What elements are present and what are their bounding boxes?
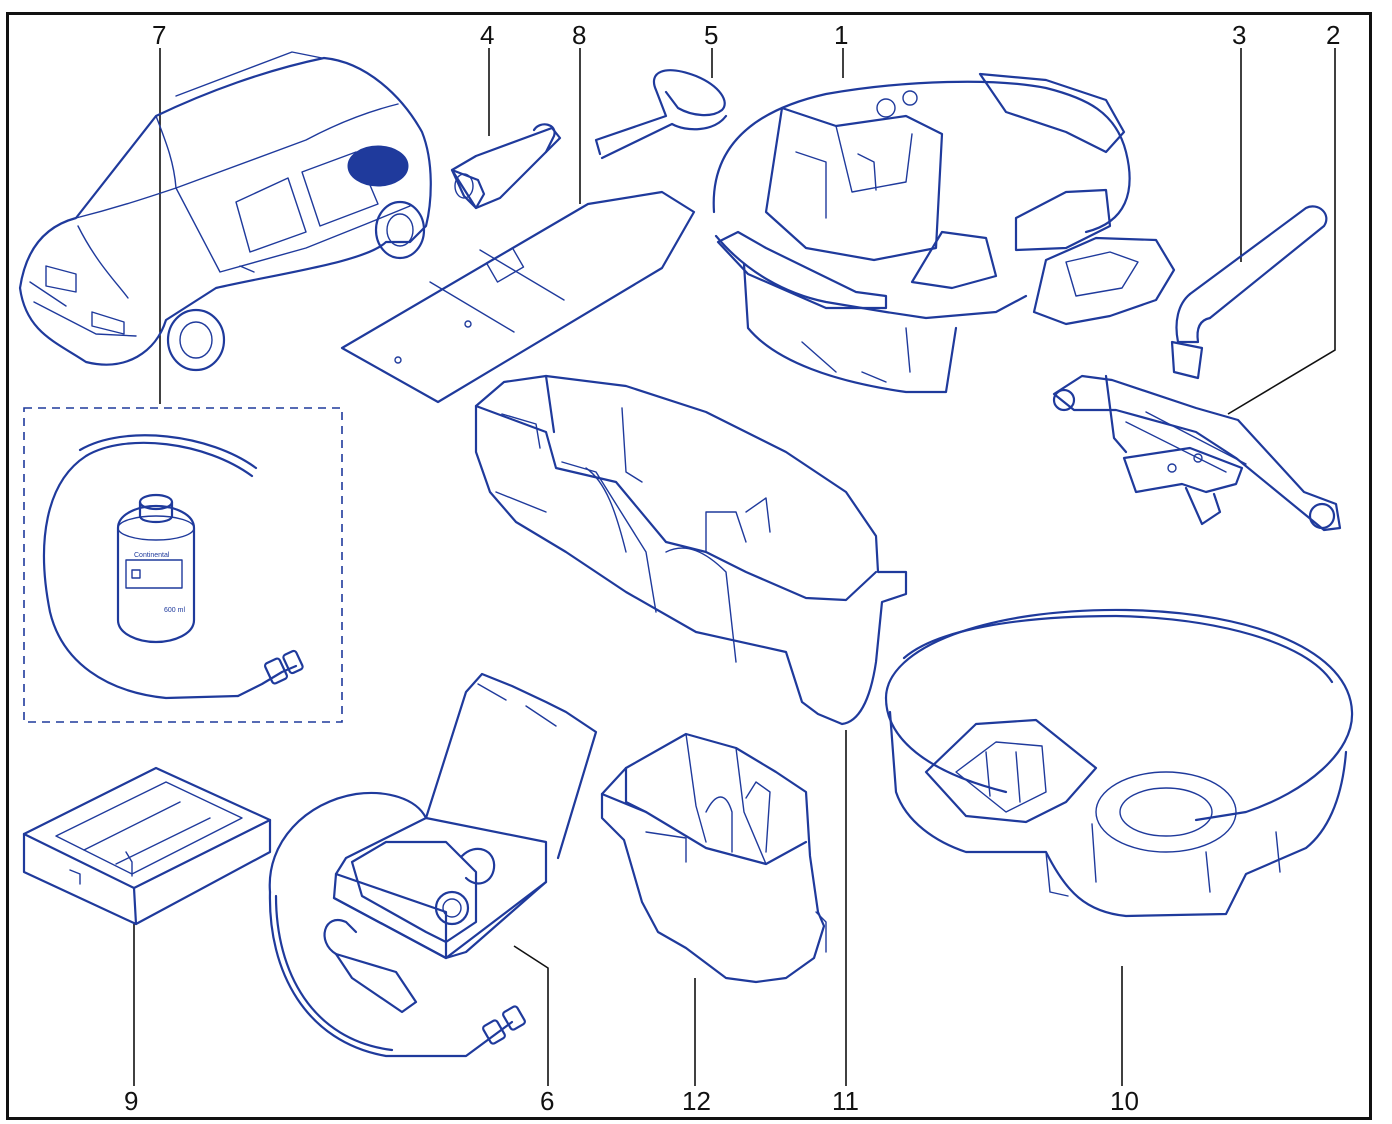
callout-7: 7 [152,20,166,50]
car-illustration [18,51,432,372]
leader-lines [133,48,1336,1086]
part-5-hook [594,69,728,160]
inset-dashed-box [23,407,343,723]
callout-9: 9 [124,1086,138,1116]
callout-8: 8 [572,20,586,50]
sealant-kit-inset: Continental 600 ml [23,407,343,723]
part-12-tool-box [600,732,827,984]
callout-1: 1 [834,20,848,50]
callout-2: 2 [1326,20,1340,50]
bottle-volume-text: 600 ml [164,607,185,614]
callout-4: 4 [480,20,494,50]
callout-11: 11 [832,1086,859,1116]
callout-3: 3 [1232,20,1246,50]
diagram-frame: 7 4 8 5 1 3 2 9 6 12 11 10 [6,12,1372,1120]
callout-6: 6 [540,1086,554,1116]
part-10-wheel-bowl [884,608,1354,918]
part-11-large-tray [474,374,908,726]
part-3-wheel-brace [1170,205,1328,380]
callout-12: 12 [682,1086,711,1116]
callout-5: 5 [704,20,718,50]
sealant-bottle-icon: Continental 600 ml [116,493,196,644]
callout-10: 10 [1110,1086,1139,1116]
diagram-border [6,12,1372,1120]
part-4-socket-tool [450,123,562,210]
part-2-scissor-jack [1052,374,1342,532]
fuel-flap-highlight-icon [347,145,409,187]
part-1-tool-tray [712,72,1176,394]
part-8-cover-mat [340,190,696,404]
part-9-insert-tray [22,766,272,926]
bottle-brand-text: Continental [134,552,170,559]
part-6-compressor-kit [268,672,598,1058]
exploded-parts-diagram: 7 4 8 5 1 3 2 9 6 12 11 10 [6,12,1372,1120]
